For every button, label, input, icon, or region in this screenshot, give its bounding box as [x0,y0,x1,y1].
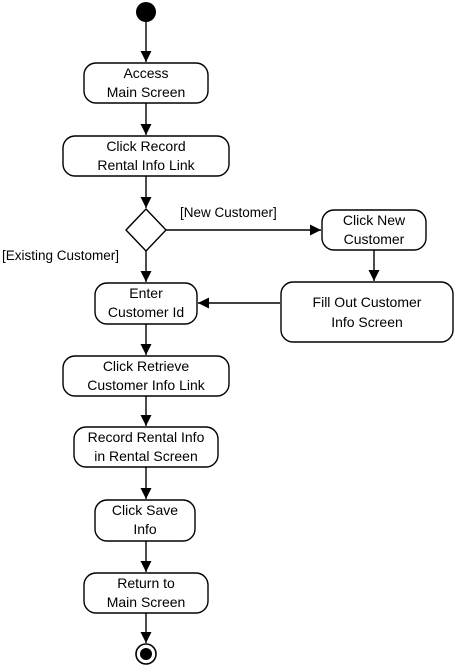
action-label-line-1: Click Retrieve [103,358,190,374]
action-enter-customer-id: Enter Customer Id [94,282,198,325]
initial-node [136,2,156,22]
action-return-to-main-screen: Return to Main Screen [83,572,209,614]
action-label-line-2: Customer Id [108,304,184,320]
action-label-line-2: Info Screen [331,314,403,330]
action-fill-out-customer-info-screen: Fill Out Customer Info Screen [280,281,454,343]
action-label-line-1: Fill Out Customer [313,294,422,310]
action-click-save-info: Click Save Info [94,499,196,542]
edges [140,21,380,643]
action-label-line-2: Customer Info Link [87,377,205,393]
action-click-new-customer: Click New Customer [321,209,427,251]
action-label-line-1: Click Record [106,138,185,154]
decision-node [125,207,167,253]
action-label-line-1: Enter [129,285,163,301]
action-label-line-2: Customer [344,231,405,247]
action-label-line-1: Click New [343,212,406,228]
action-label-line-1: Click Save [112,502,178,518]
action-label-line-2: in Rental Screen [94,448,198,464]
action-label-line-2: Main Screen [107,84,186,100]
guard-existing-customer: [Existing Customer] [2,248,119,263]
action-label-line-1: Access [123,65,168,81]
action-label-line-2: Info [133,521,157,537]
action-label-line-2: Rental Info Link [97,157,195,173]
action-label-line-1: Return to [117,575,175,591]
action-click-record-rental-info-link: Click Record Rental Info Link [62,135,230,177]
action-record-rental-info: Record Rental Info in Rental Screen [73,426,219,468]
guard-new-customer: [New Customer] [180,205,277,220]
action-label-line-1: Record Rental Info [88,429,205,445]
action-label-line-2: Main Screen [107,594,186,610]
final-node [135,643,157,665]
action-click-retrieve-customer-info-link: Click Retrieve Customer Info Link [62,355,230,397]
action-access-main-screen: Access Main Screen [83,62,209,104]
